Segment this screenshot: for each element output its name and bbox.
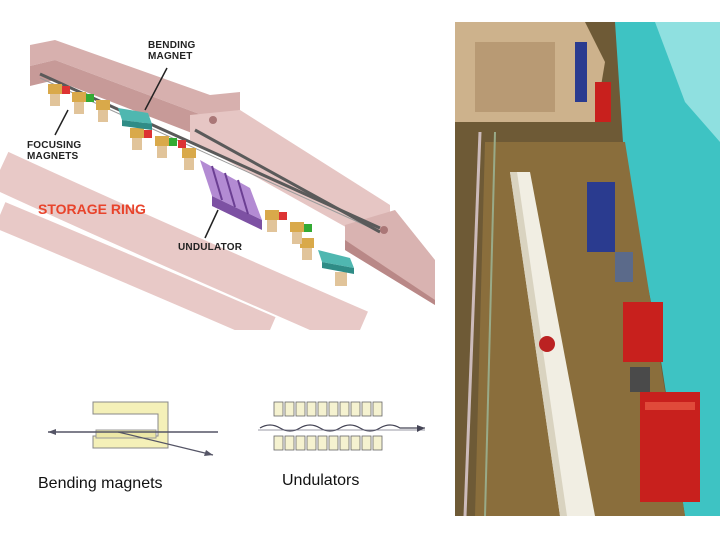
leader-bending [144, 67, 168, 111]
undulator-device [200, 160, 262, 230]
caption-bending-magnets: Bending magnets [38, 475, 163, 492]
storage-ring-illustration [0, 40, 435, 349]
storage-ring-diagram: BENDING MAGNET FOCUSING MAGNETS STORAGE … [0, 0, 450, 349]
label-storage-ring: STORAGE RING [38, 201, 146, 217]
tunnel-wall-end-shade [345, 240, 435, 305]
accelerator-photo [455, 22, 720, 517]
leader-undulator [204, 209, 219, 239]
bending-magnet-2-side [322, 262, 354, 274]
bending-magnet-sketch [28, 390, 228, 470]
port-marker [380, 226, 388, 234]
undulator-drawing [258, 401, 425, 451]
bending-magnet-drawing [48, 401, 218, 456]
tunnel-wall-upper [30, 40, 240, 118]
caption-undulators: Undulators [282, 472, 360, 489]
bending-magnet-2 [318, 250, 354, 268]
beam-pipe-branch [194, 128, 381, 234]
tunnel-arc-lower [0, 151, 368, 349]
label-bending-magnet: BENDING MAGNET [148, 40, 196, 62]
tunnel-wall-end [345, 210, 435, 305]
port-marker-2 [209, 116, 217, 124]
tunnel-wall-right [190, 110, 390, 235]
focusing-magnets [48, 84, 314, 248]
tunnel-wall-upper-side [30, 60, 210, 140]
label-focusing-magnets: FOCUSING MAGNETS [27, 140, 82, 162]
undulator-sketch [250, 392, 430, 462]
leader-focusing [54, 109, 69, 136]
bending-magnet-1-side [122, 120, 152, 130]
magnet-stands [50, 94, 347, 286]
tunnel-arc-inner [0, 202, 276, 343]
bending-magnet-1 [118, 108, 152, 124]
accelerator-photo-render [455, 22, 720, 517]
label-undulator: UNDULATOR [178, 242, 243, 253]
